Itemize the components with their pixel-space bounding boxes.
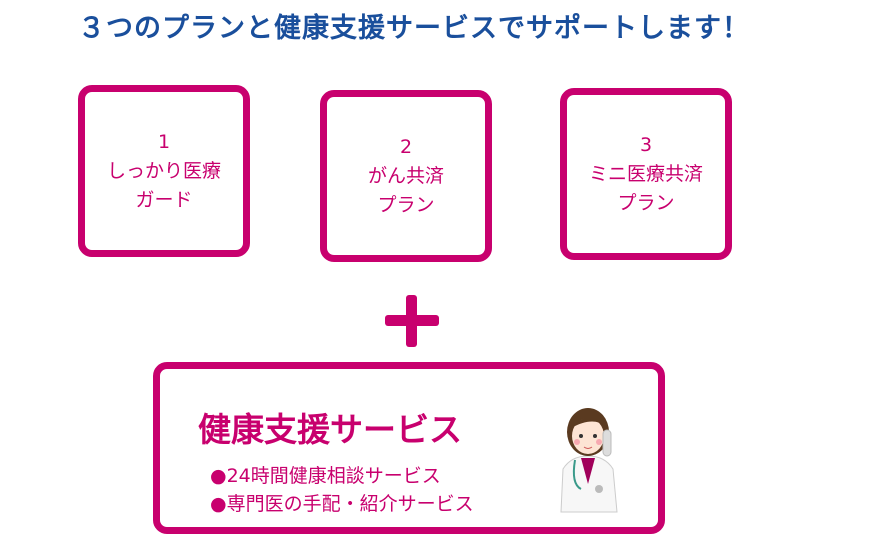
plan-card-2: 2 がん共済 プラン	[320, 90, 492, 262]
plan-number: 1	[157, 130, 171, 153]
plan-name: ミニ医療共済	[588, 162, 703, 185]
plan-number: 3	[639, 133, 653, 156]
service-item: ●専門医の手配・紹介サービス	[210, 493, 474, 515]
page-title: ３つのプランと健康支援サービスでサポートします！	[78, 13, 750, 44]
service-item: ●24時間健康相談サービス	[210, 465, 441, 487]
plan-number: 2	[399, 135, 413, 158]
plan-name-2: プラン	[617, 191, 675, 214]
plan-card-1: 1 しっかり医療 ガード	[78, 85, 250, 257]
plan-name: がん共済	[367, 164, 444, 187]
service-title: 健康支援サービス	[198, 410, 462, 449]
plan-card-3: 3 ミニ医療共済 プラン	[560, 88, 732, 260]
plan-name: しっかり医療	[106, 159, 221, 182]
plan-name-2: ガード	[135, 188, 193, 211]
doctor-on-phone-illustration	[560, 408, 618, 513]
health-support-card: 健康支援サービス ●24時間健康相談サービス ●専門医の手配・紹介サービス	[153, 362, 665, 534]
plan-name-2: プラン	[377, 193, 435, 216]
plus-icon	[385, 295, 439, 347]
